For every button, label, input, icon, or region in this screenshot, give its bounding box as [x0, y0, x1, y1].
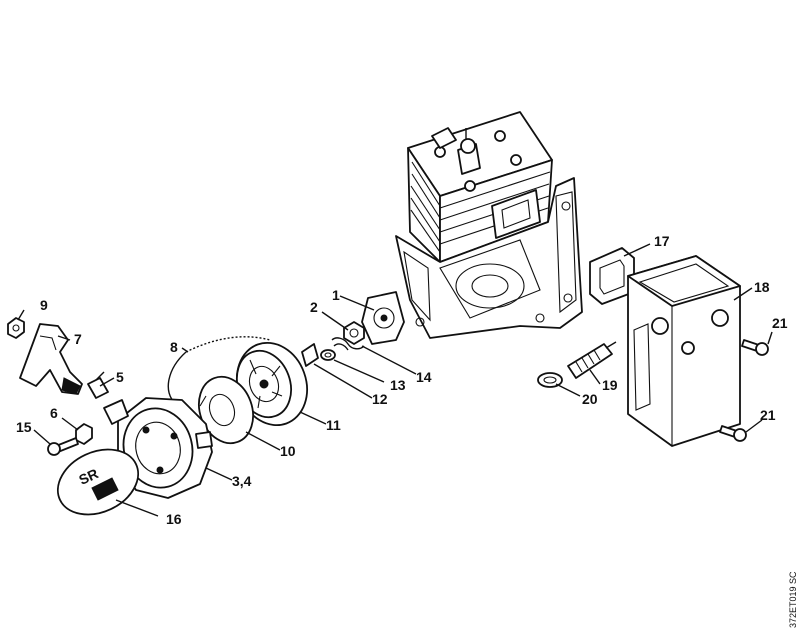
- part-2-nut: [343, 321, 365, 345]
- label-part-10: 10: [280, 443, 296, 459]
- label-part-15: 15: [16, 419, 32, 435]
- part-16-cover-plate: SR: [56, 448, 140, 516]
- label-part-21-lower: 21: [760, 407, 776, 423]
- part-3-4-fan-housing: [103, 397, 213, 499]
- label-part-14: 14: [416, 369, 432, 385]
- label-part-19: 19: [602, 377, 618, 393]
- label-part-5: 5: [116, 369, 124, 385]
- label-part-3-4: 3,4: [232, 473, 252, 489]
- label-part-13: 13: [390, 377, 406, 393]
- cover-marking-text: SR: [76, 465, 100, 488]
- leader-lines: [17, 243, 773, 517]
- label-part-18: 18: [754, 279, 770, 295]
- part-6-nut: [75, 423, 93, 445]
- label-part-7: 7: [74, 331, 82, 347]
- label-part-6: 6: [50, 405, 58, 421]
- part-18-muffler: [627, 255, 741, 447]
- label-part-11: 11: [326, 417, 341, 433]
- part-14-spring-clip: [331, 337, 365, 351]
- part-21-screw-upper: [741, 339, 769, 356]
- part-5-rope-guide: [87, 371, 109, 399]
- part-15-screw: [47, 437, 79, 456]
- label-part-8: 8: [170, 339, 178, 355]
- part-12-pawl: [301, 343, 319, 367]
- part-1-pawl-carrier: [361, 291, 405, 345]
- part-7-starter-grip: [19, 323, 83, 395]
- part-19-spark-arrestor: [567, 341, 617, 379]
- part-21-screw-lower: [719, 425, 747, 442]
- label-part-17: 17: [654, 233, 670, 249]
- label-part-21-upper: 21: [772, 315, 788, 331]
- label-part-12: 12: [372, 391, 388, 407]
- drawing-code: 372ET019 SC: [788, 571, 798, 628]
- label-part-1: 1: [332, 287, 340, 303]
- label-part-2: 2: [310, 299, 318, 315]
- label-part-16: 16: [166, 511, 182, 527]
- label-part-9: 9: [40, 297, 48, 313]
- engine-cylinder: [395, 111, 583, 339]
- part-13-washer: [320, 349, 336, 361]
- part-9-nut: [7, 317, 25, 339]
- label-part-20: 20: [582, 391, 598, 407]
- part-20-clip: [537, 372, 563, 388]
- part-number-labels: 1 2 3,4 5 6 7 8 9 10 11 12 13 14 15 16 1…: [16, 233, 788, 527]
